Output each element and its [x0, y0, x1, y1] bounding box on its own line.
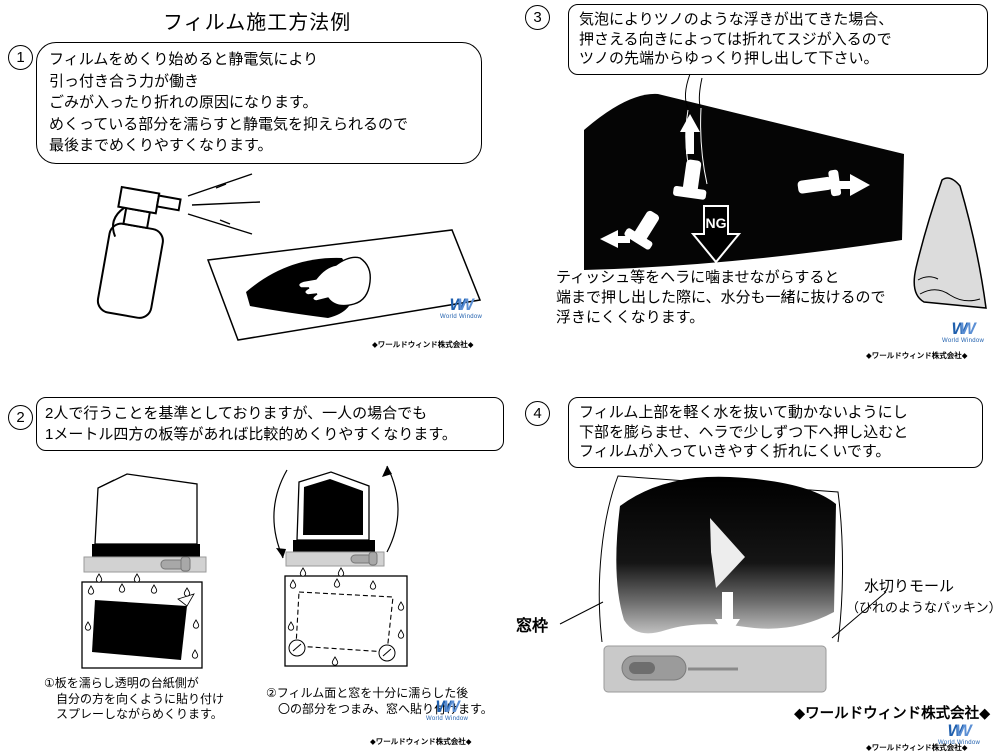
instruction-line: ごみが入ったり折れの原因になります。 [49, 94, 318, 111]
instruction-line: ツノの先端からゆっくり押し出して下さい。 [579, 50, 879, 67]
instruction-line: めくっている部分を濡らすと静電気を抑えられるので [49, 115, 408, 133]
ng-label: NG [706, 215, 727, 231]
arrow-right-icon [836, 174, 870, 196]
company-watermark: ◆ワールドウィンド株式会社◆ [372, 340, 474, 349]
instruction-line: 気泡によりツノのような浮きが出てきた場合、 [579, 11, 894, 28]
world-window-logo: WW World Window [440, 296, 482, 320]
spray-bottle-icon [96, 185, 182, 319]
arrow-up-icon [680, 114, 700, 154]
step4-number: 4 [525, 401, 550, 426]
step2-left-caption: ①板を濡らし透明の台紙側が 自分の方を向くように貼り付け スプレーしながらめくり… [44, 676, 224, 723]
instruction-line: ティッシュ等をヘラに噛ませながらすると [556, 269, 840, 286]
logo-letter: W [443, 697, 460, 716]
logo-letter: W [951, 319, 968, 338]
squeegee-icon [350, 551, 378, 566]
step3-number: 3 [525, 5, 550, 30]
window-frame-pointer-line [559, 601, 604, 625]
logo-letter: W [955, 721, 972, 740]
film-on-board [92, 600, 187, 660]
company-watermark: ◆ワールドウィンド株式会社◆ [370, 737, 472, 746]
logo-letters: WW [942, 320, 984, 337]
pinch-circle [378, 644, 396, 662]
instruction-line: 浮きにくくなります。 [556, 309, 705, 326]
window-film [303, 479, 363, 535]
hand-illustration [297, 256, 371, 307]
step1-illustration [96, 173, 482, 341]
logo-letters: WW [938, 722, 980, 739]
logo-letter: W [959, 319, 976, 338]
company-watermark: ◆ワールドウィンド株式会社◆ [866, 743, 968, 752]
window-frame-label: 窓枠 [516, 618, 549, 635]
spray-lines [187, 173, 261, 235]
company-watermark: ◆ワールドウィンド株式会社◆ [866, 351, 968, 360]
arrow-down-icon [715, 592, 740, 639]
logo-subtext: World Window [426, 716, 469, 722]
instruction-line: 引っ付き合う力が働き [49, 72, 200, 90]
tissue-squeegee-icon [913, 177, 987, 309]
arrow-left-icon [600, 230, 630, 248]
step3-note: ティッシュ等をヘラに噛ませながらすると 端まで押し出した際に、水分も一緒に抜ける… [556, 268, 886, 328]
step2-right-caption: ②フィルム面と窓を十分に濡らした後 〇の部分をつまみ、窓へ貼り付けます。 [266, 686, 493, 717]
logo-letters: WW [426, 698, 468, 715]
door-frame-outline [598, 475, 844, 643]
caption-line: スプレーしながらめくります。 [44, 707, 223, 721]
logo-subtext: World Window [942, 338, 985, 344]
logo-subtext: World Window [440, 314, 483, 320]
step2-left-diagram [81, 473, 207, 669]
instruction-line: 下部を膨らませ、ヘラで少しずつ下へ押し込むと [579, 423, 909, 441]
instruction-line: 2人で行うことを基準としておりますが、一人の場合でも [45, 405, 428, 422]
step1-number: 1 [8, 45, 33, 70]
step4-illustration [559, 475, 887, 693]
instruction-line: フィルム上部を軽く水を抜いて動かないようにし [579, 404, 908, 421]
page-title: フィルム施工方法例 [163, 12, 352, 34]
instruction-line: フィルムが入っていきやすく折れにくいです。 [579, 443, 891, 460]
window-glass [94, 473, 198, 545]
step4-box: フィルム上部を軽く水を抜いて動かないようにし 下部を膨らませ、ヘラで少しずつ下へ… [568, 397, 983, 468]
film-outline-dashed [295, 591, 394, 653]
footer-company-name: ◆ワールドウィンド株式会社◆ [794, 706, 991, 722]
instruction-line: 端まで押し出した際に、水分も一緒に抜けるので [556, 289, 886, 306]
step1-bubble: フィルムをめくり始めると静電気により 引っ付き合う力が働き ごみが入ったり折れの… [36, 42, 482, 164]
step2-number: 2 [8, 405, 33, 430]
caption-line: ①板を濡らし透明の台紙側が [44, 676, 199, 690]
caption-line: 自分の方を向くように貼り付け [44, 691, 225, 706]
logo-letter: W [457, 295, 474, 314]
window-film-black [584, 93, 904, 271]
world-window-logo: WW World Window [426, 698, 468, 722]
logo-letter: W [947, 721, 964, 740]
world-window-logo: WW World Window [938, 722, 980, 746]
ng-arrow-icon: NG [690, 205, 742, 264]
logo-letters: WW [440, 296, 482, 313]
instruction-line: フィルムをめくり始めると静電気により [49, 51, 319, 68]
molding-sub-label: （ひれのようなパッキン） [846, 600, 1000, 615]
flip-arrow-left [273, 469, 288, 559]
molding-pointer-line [831, 591, 887, 639]
logo-subtext: World Window [938, 740, 981, 746]
film-roll-band [293, 540, 375, 552]
instruction-line: 1メートル四方の板等があれば比較的めくりやすくなります。 [45, 426, 457, 443]
step2-illustration [81, 465, 408, 669]
squeegee-down-icon [624, 210, 660, 250]
squeegee-up-icon [673, 159, 707, 200]
logo-letter: W [435, 697, 452, 716]
molding-label: 水切りモール [864, 578, 955, 595]
flip-arrow-right [386, 465, 399, 553]
pinch-circle [288, 639, 306, 657]
caption-line: 〇の部分をつまみ、窓へ貼り付けます。 [266, 701, 493, 716]
step3-box: 気泡によりツノのような浮きが出てきた場合、 押さえる向きによっては折れてスジが入… [568, 4, 988, 75]
logo-letter: W [449, 295, 466, 314]
world-window-logo: WW World Window [942, 320, 984, 344]
step2-box: 2人で行うことを基準としておりますが、一人の場合でも 1メートル四方の板等があれ… [36, 397, 504, 451]
film-reflection [710, 518, 745, 588]
caption-line: ②フィルム面と窓を十分に濡らした後 [266, 686, 469, 700]
squeegee-right-icon [797, 169, 842, 197]
instruction-line: 押さえる向きによっては折れてスジが入るので [579, 30, 892, 48]
step2-right-diagram [273, 465, 408, 667]
instruction-line: 最後までめくりやすくなります。 [49, 137, 273, 154]
squeegee-icon [160, 556, 191, 572]
step3-illustration: NG [584, 73, 987, 309]
door-handle [621, 655, 738, 681]
film-roll-band [92, 544, 200, 557]
